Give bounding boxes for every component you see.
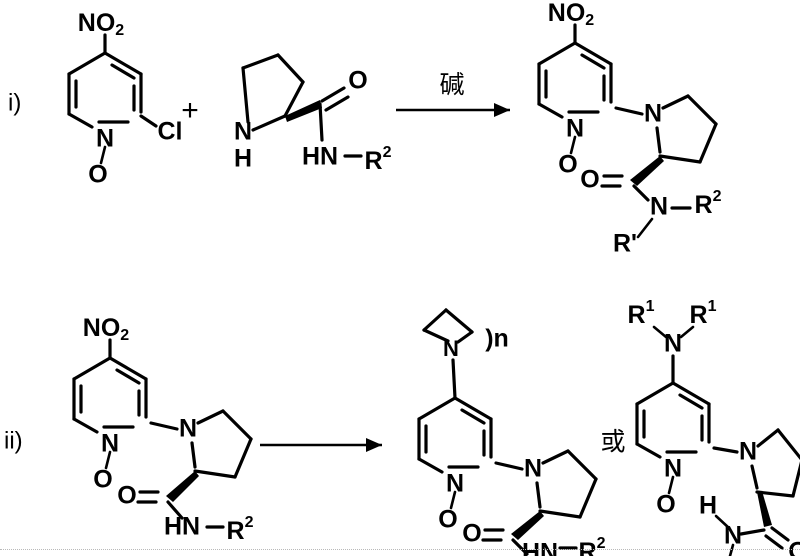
product-i-substituent-r2-label: R2	[695, 188, 722, 218]
reactant-ii-ring-nitrogen-label: N	[101, 430, 119, 458]
product-i-n-oxide-oxygen-label: O	[558, 151, 577, 179]
reactant-ii-amide-hn-label: HN	[164, 513, 200, 541]
arrowhead-step-i	[494, 103, 510, 117]
molecule-product-step-i: NO2 N O N O N R2 R'	[537, 0, 722, 258]
stereo-wedge-reactant-ii	[166, 471, 199, 502]
carbonyl-oxygen-label: O	[348, 67, 367, 95]
step-label-ii: ii)	[4, 427, 23, 454]
product-ii-a-carbonyl-oxygen-label: O	[462, 520, 481, 548]
product-ii-b-amino-nitrogen-label: N	[664, 330, 682, 358]
plus-sign-step-i: +	[181, 94, 199, 127]
product-ii-b-n-oxide-oxygen-label: O	[656, 491, 675, 519]
molecule-prolinamide: N H O HN R2	[234, 53, 392, 175]
product-ii-b-amide-hydrogen-label: H	[699, 492, 717, 520]
product-ii-a-azetidine-nitrogen-label: N	[443, 336, 459, 361]
amide-hn-label: HN	[302, 143, 338, 171]
or-connector-label: 或	[600, 427, 625, 456]
product-i-ring-nitrogen-label: N	[566, 115, 584, 143]
molecule-chloronitropyridine-n-oxide: NO2 N O Cl	[67, 9, 183, 189]
reactant-ii-pyrrolidine-nitrogen-label: N	[179, 415, 197, 443]
product-i-nitro-label: NO2	[548, 0, 595, 29]
product-i-substituent-rprime-label: R'	[613, 230, 637, 258]
product-i-amide-nitrogen-label: N	[650, 193, 668, 221]
molecule-reactant-step-ii: NO2 N O N O HN R2	[72, 314, 254, 545]
chlorine-label: Cl	[158, 118, 183, 146]
product-i-pyrrolidine-nitrogen-label: N	[644, 100, 662, 128]
step-label-i: i)	[8, 89, 21, 116]
stereo-wedge-product-ii-b	[757, 491, 772, 527]
reactant-ii-carbonyl-oxygen-label: O	[117, 482, 136, 510]
reactant-ii-substituent-r2-label: R2	[227, 514, 254, 544]
product-ii-a-ring-nitrogen-label: N	[446, 470, 464, 498]
pyrrolidine-nh-hydrogen-label: H	[234, 145, 252, 173]
product-ii-a-n-oxide-oxygen-label: O	[438, 506, 457, 534]
product-ii-b-substituent-r1-left-label: R1	[628, 298, 655, 328]
nitro-label: NO2	[78, 9, 125, 40]
arrow-label-base: 碱	[439, 70, 464, 99]
product-i-carbonyl-oxygen-label: O	[580, 166, 599, 194]
reactant-ii-nitro-label: NO2	[83, 314, 130, 345]
stereo-wedge-product-ii-a	[511, 511, 544, 540]
product-ii-b-ring-nitrogen-label: N	[664, 455, 682, 483]
product-ii-b-carbonyl-oxygen-label: O	[788, 538, 800, 556]
product-ii-b-substituent-r1-right-label: R1	[690, 298, 717, 328]
product-ii-b-amide-nitrogen-label: N	[724, 522, 742, 550]
n-oxide-oxygen-label: O	[88, 161, 107, 189]
pyrrolidine-nh-nitrogen-label: N	[234, 118, 252, 146]
reaction-arrow-step-i: 碱	[396, 70, 510, 117]
product-ii-a-substituent-r2-label: R2	[579, 535, 606, 556]
product-ii-b-substituent-r2-label: R2	[714, 554, 741, 556]
footer-divider	[0, 548, 800, 550]
arrowhead-step-ii	[366, 438, 382, 452]
stereo-wedge-prolinamide	[285, 100, 322, 122]
substituent-r2-label: R2	[365, 144, 392, 174]
molecule-product-step-ii-cyclicamine: N )n N O N O HN R2	[417, 308, 606, 556]
product-ii-a-repeat-n-label: )n	[485, 325, 509, 353]
product-ii-b-pyrrolidine-nitrogen-label: N	[739, 438, 757, 466]
reactant-ii-n-oxide-oxygen-label: O	[93, 466, 112, 494]
product-ii-a-amide-hn-label: HN	[522, 539, 558, 556]
stereo-wedge-product-i	[630, 156, 664, 186]
reaction-arrow-step-ii	[260, 438, 382, 452]
molecule-product-step-ii-dialkylamino: R1 R1 N N O N O H N R2	[628, 298, 800, 556]
product-ii-a-pyrrolidine-nitrogen-label: N	[524, 455, 542, 483]
ring-nitrogen-label: N	[96, 125, 114, 153]
